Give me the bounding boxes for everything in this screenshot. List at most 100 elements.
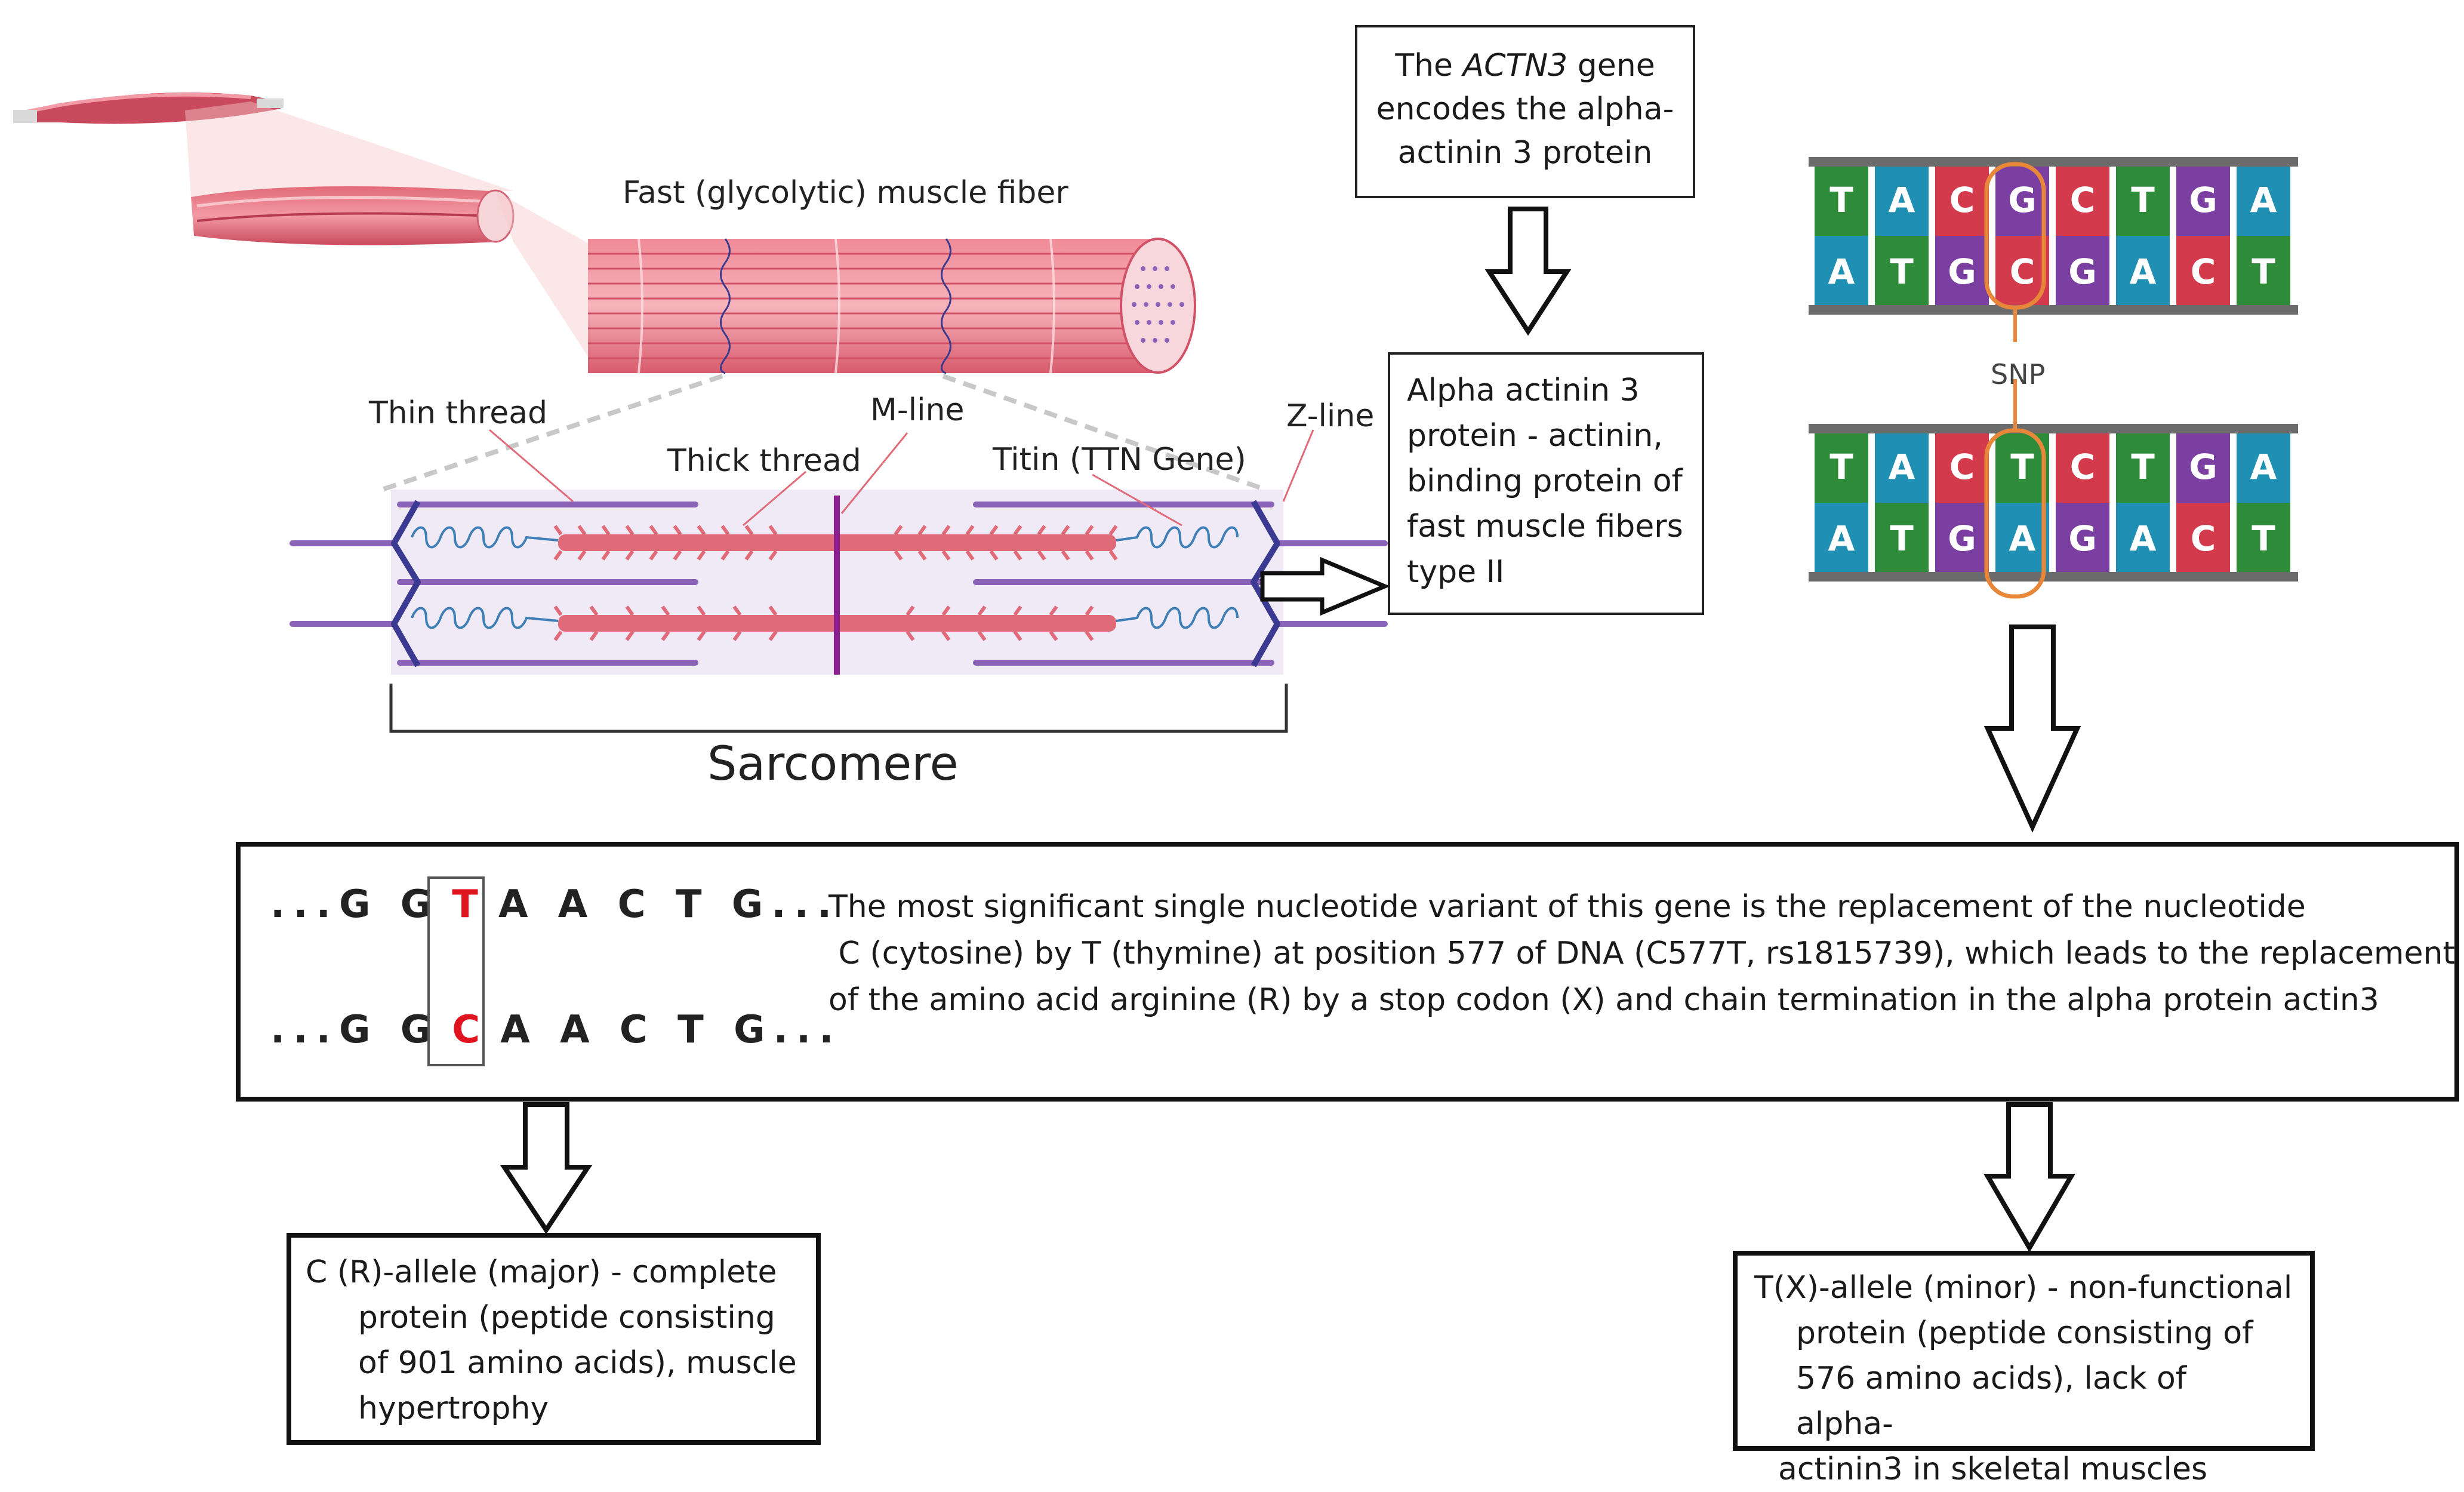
base-a-top-7 — [2237, 167, 2290, 236]
base-b-top-5 — [2116, 433, 2170, 503]
base-label: G — [2068, 251, 2097, 292]
base-a-top-4 — [2056, 167, 2109, 236]
dna-backbone — [1809, 157, 2298, 167]
base-label: T — [2252, 251, 2275, 292]
arrow-dna-to-variant — [1983, 625, 2081, 833]
c-allele-box: C (R)-allele (major) - complete protein … — [287, 1233, 821, 1445]
t-allele-line-3: 576 amino acids), lack of alpha- — [1796, 1361, 2187, 1442]
arrow-gene-to-protein — [1484, 207, 1572, 336]
muscle-fiber — [588, 238, 1196, 374]
base-label: T — [2131, 180, 2155, 220]
base-b-top-6 — [2176, 433, 2230, 503]
base-a-bottom-0 — [1815, 236, 1868, 305]
base-label: C — [2191, 518, 2216, 559]
base-label: G — [1948, 518, 1976, 559]
t-allele-line-1: T(X)-allele (minor) - non-functional — [1754, 1270, 2293, 1306]
base-b-top-1 — [1875, 433, 1929, 503]
whole-muscle — [13, 93, 284, 124]
base-b-bottom-1 — [1875, 503, 1929, 572]
c-allele-line-4: hypertrophy — [358, 1391, 549, 1426]
base-b-top-7 — [2237, 433, 2290, 503]
base-b-bottom-7 — [2237, 503, 2290, 572]
arrow-to-protein-box — [1260, 556, 1391, 616]
base-label: A — [1889, 447, 1915, 487]
variant-description: The most significant single nucleotide v… — [828, 884, 2455, 1023]
c-allele-line-2: protein (peptide consisting — [358, 1300, 775, 1336]
dna-backbone — [1809, 305, 2298, 315]
base-a-bottom-1 — [1875, 236, 1929, 305]
base-b-bottom-0 — [1815, 503, 1868, 572]
base-label: G — [2008, 180, 2037, 220]
actn3-gene-text: The ACTN3 gene encodes the alpha-actinin… — [1376, 48, 1674, 171]
variant-line-2: C (cytosine) by T (thymine) at position … — [828, 936, 2455, 971]
base-label: G — [2189, 180, 2217, 220]
base-label: C — [1949, 447, 1975, 487]
base-a-bottom-6 — [2176, 236, 2230, 305]
muscle-illustration — [13, 93, 1391, 733]
base-label: T — [2131, 447, 2155, 487]
variant-line-3: of the amino acid arginine (R) by a stop… — [828, 982, 2379, 1018]
base-label: T — [2252, 518, 2275, 559]
base-b-bottom-3 — [1995, 503, 2049, 572]
base-label: T — [1829, 180, 1853, 220]
dna-backbone — [1809, 572, 2298, 582]
base-label: T — [1890, 251, 1914, 292]
snp-ring-top — [1984, 162, 2046, 310]
base-b-bottom-4 — [2056, 503, 2109, 572]
base-label: T — [1829, 447, 1853, 487]
label-fast-fiber: Fast (glycolytic) muscle fiber — [623, 175, 1068, 211]
base-label: T — [1890, 518, 1914, 559]
base-b-bottom-2 — [1935, 503, 1989, 572]
base-label: A — [2250, 447, 2277, 487]
arrow-to-t-allele — [1983, 1102, 2075, 1253]
base-label: C — [2191, 251, 2216, 292]
base-label: A — [1889, 180, 1915, 220]
t-allele-line-2: protein (peptide consisting of — [1796, 1315, 2253, 1351]
base-a-top-5 — [2116, 167, 2170, 236]
base-label: A — [2130, 518, 2157, 559]
arrow-to-c-allele — [500, 1102, 593, 1235]
variant-c: C — [452, 1008, 489, 1052]
base-a-bottom-5 — [2116, 236, 2170, 305]
base-label: T — [2010, 447, 2034, 487]
base-label: C — [2010, 251, 2035, 292]
base-a-top-2 — [1935, 167, 1989, 236]
base-label: G — [2189, 447, 2217, 487]
base-label: A — [2250, 180, 2277, 220]
variant-highlight-box — [427, 876, 485, 1066]
actn3-gene-name: ACTN3 — [1462, 48, 1568, 84]
t-allele-line-4: actinin3 in skeletal muscles — [1778, 1451, 2208, 1487]
base-a-top-0 — [1815, 167, 1868, 236]
variant-t: T — [452, 882, 486, 927]
dna-backbone — [1809, 424, 2298, 433]
base-label: G — [2068, 518, 2097, 559]
base-b-bottom-6 — [2176, 503, 2230, 572]
base-label: C — [1949, 180, 1975, 220]
variant-line-1: The most significant single nucleotide v… — [828, 889, 2306, 925]
base-a-top-1 — [1875, 167, 1929, 236]
label-thin-thread: Thin thread — [369, 395, 548, 431]
base-a-top-6 — [2176, 167, 2230, 236]
sarcomere-diagram — [289, 429, 1388, 733]
label-snp: SNP — [1991, 358, 2046, 390]
label-sarcomere: Sarcomere — [707, 737, 959, 791]
base-label: G — [1948, 251, 1976, 292]
base-label: A — [1828, 518, 1855, 559]
c-allele-line-1: C (R)-allele (major) - complete — [306, 1254, 777, 1290]
c-allele-line-3: of 901 amino acids), muscle — [358, 1345, 797, 1381]
base-label: A — [2009, 518, 2036, 559]
base-b-top-2 — [1935, 433, 1989, 503]
base-b-bottom-5 — [2116, 503, 2170, 572]
base-b-top-4 — [2056, 433, 2109, 503]
base-label: C — [2070, 180, 2096, 220]
alpha-actinin-text: Alpha actinin 3 protein - actinin, bindi… — [1407, 373, 1683, 590]
base-a-bottom-4 — [2056, 236, 2109, 305]
label-thick-thread: Thick thread — [667, 443, 861, 479]
base-a-bottom-7 — [2237, 236, 2290, 305]
alpha-actinin-box: Alpha actinin 3 protein - actinin, bindi… — [1388, 352, 1704, 615]
snp-ring-bottom — [1984, 428, 2046, 599]
